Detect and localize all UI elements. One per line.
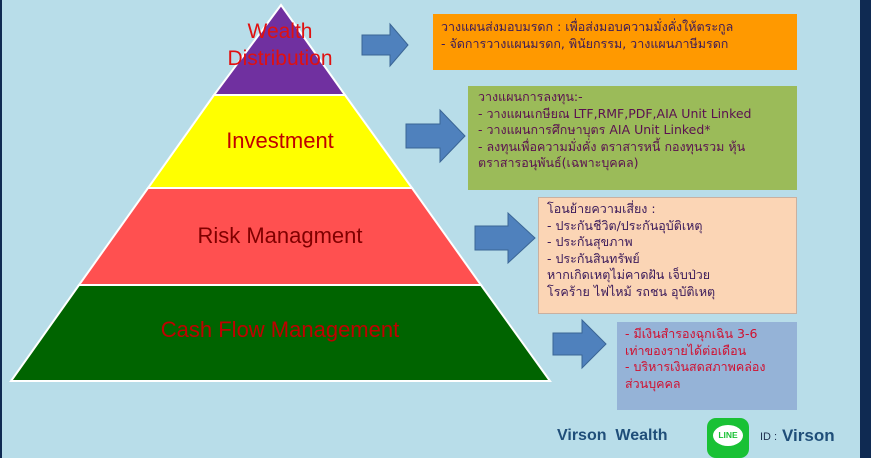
box-line: - วางแผนเกษียณ LTF,RMF,PDF,AIA Unit Link…	[478, 105, 752, 121]
arrow-icon	[474, 211, 536, 265]
level-label-risk-management: Risk Managment	[197, 223, 363, 248]
level-cash-flow	[9, 284, 552, 382]
line-id[interactable]: Virson	[782, 426, 835, 445]
box-line: - บริหารเงินสดสภาพคล่อง	[625, 359, 766, 374]
box-investment: วางแผนการลงทุน:- - วางแผนเกษียณ LTF,RMF,…	[468, 86, 797, 190]
box-line: - ประกันชีวิต/ประกันอุบัติเหตุ	[547, 217, 703, 233]
arrow-icon	[405, 108, 466, 164]
box-line: วางแผนส่งมอบมรดก : เพื่อส่งมอบความมั่งคั…	[441, 19, 734, 34]
box-line: - จัดการวางแผนมรดก, พินัยกรรม, วางแผนภาษ…	[441, 35, 729, 51]
box-line: ส่วนบุคคล	[625, 375, 681, 391]
box-line: - ลงทุนเพื่อความมั่งคั่ง ตราสารหนี้ กองท…	[478, 138, 746, 154]
box-line: เท่าของรายได้ต่อเดือน	[625, 342, 747, 358]
line-logo[interactable]: LINE	[707, 418, 749, 458]
box-line: - ประกันสุขภาพ	[547, 234, 633, 249]
brand-name: Virson Wealth	[557, 427, 668, 444]
box-line: วางแผนการลงทุน:-	[478, 89, 583, 104]
level-label-wealth-distribution: Wealth Distribution	[227, 20, 333, 70]
box-risk: โอนย้ายความเสี่ยง : - ประกันชีวิต/ประกัน…	[538, 197, 797, 314]
level-label-cash-flow: Cash Flow Management	[160, 317, 400, 342]
id-label: ID :	[760, 431, 778, 443]
line-speech-bubble-icon	[713, 425, 743, 446]
box-line: โรคร้าย ไฟไหม้ รถชน อุบัติเหตุ	[547, 283, 716, 299]
box-line: หากเกิดเหตุไม่คาดฝัน เจ็บป่วย	[547, 267, 711, 282]
right-border	[860, 0, 871, 458]
box-distribution: วางแผนส่งมอบมรดก : เพื่อส่งมอบความมั่งคั…	[433, 14, 797, 70]
box-cashflow: - มีเงินสำรองฉุกเฉิน 3-6 เท่าของรายได้ต่…	[617, 322, 797, 410]
box-line: - วางแผนการศึกษาบุตร AIA Unit Linked*	[478, 122, 711, 137]
arrow-icon	[552, 318, 607, 370]
box-line: - ประกันสินทรัพย์	[547, 250, 640, 266]
box-line: - มีเงินสำรองฉุกเฉิน 3-6	[625, 326, 758, 341]
box-line: โอนย้ายความเสี่ยง :	[547, 201, 656, 216]
arrow-icon	[361, 22, 409, 68]
box-line: ตราสารอนุพันธ์(เฉพาะบุคคล)	[478, 155, 639, 170]
left-border	[0, 0, 2, 458]
line-logo-text: LINE	[718, 430, 738, 440]
level-label-investment: Investment	[226, 128, 334, 153]
